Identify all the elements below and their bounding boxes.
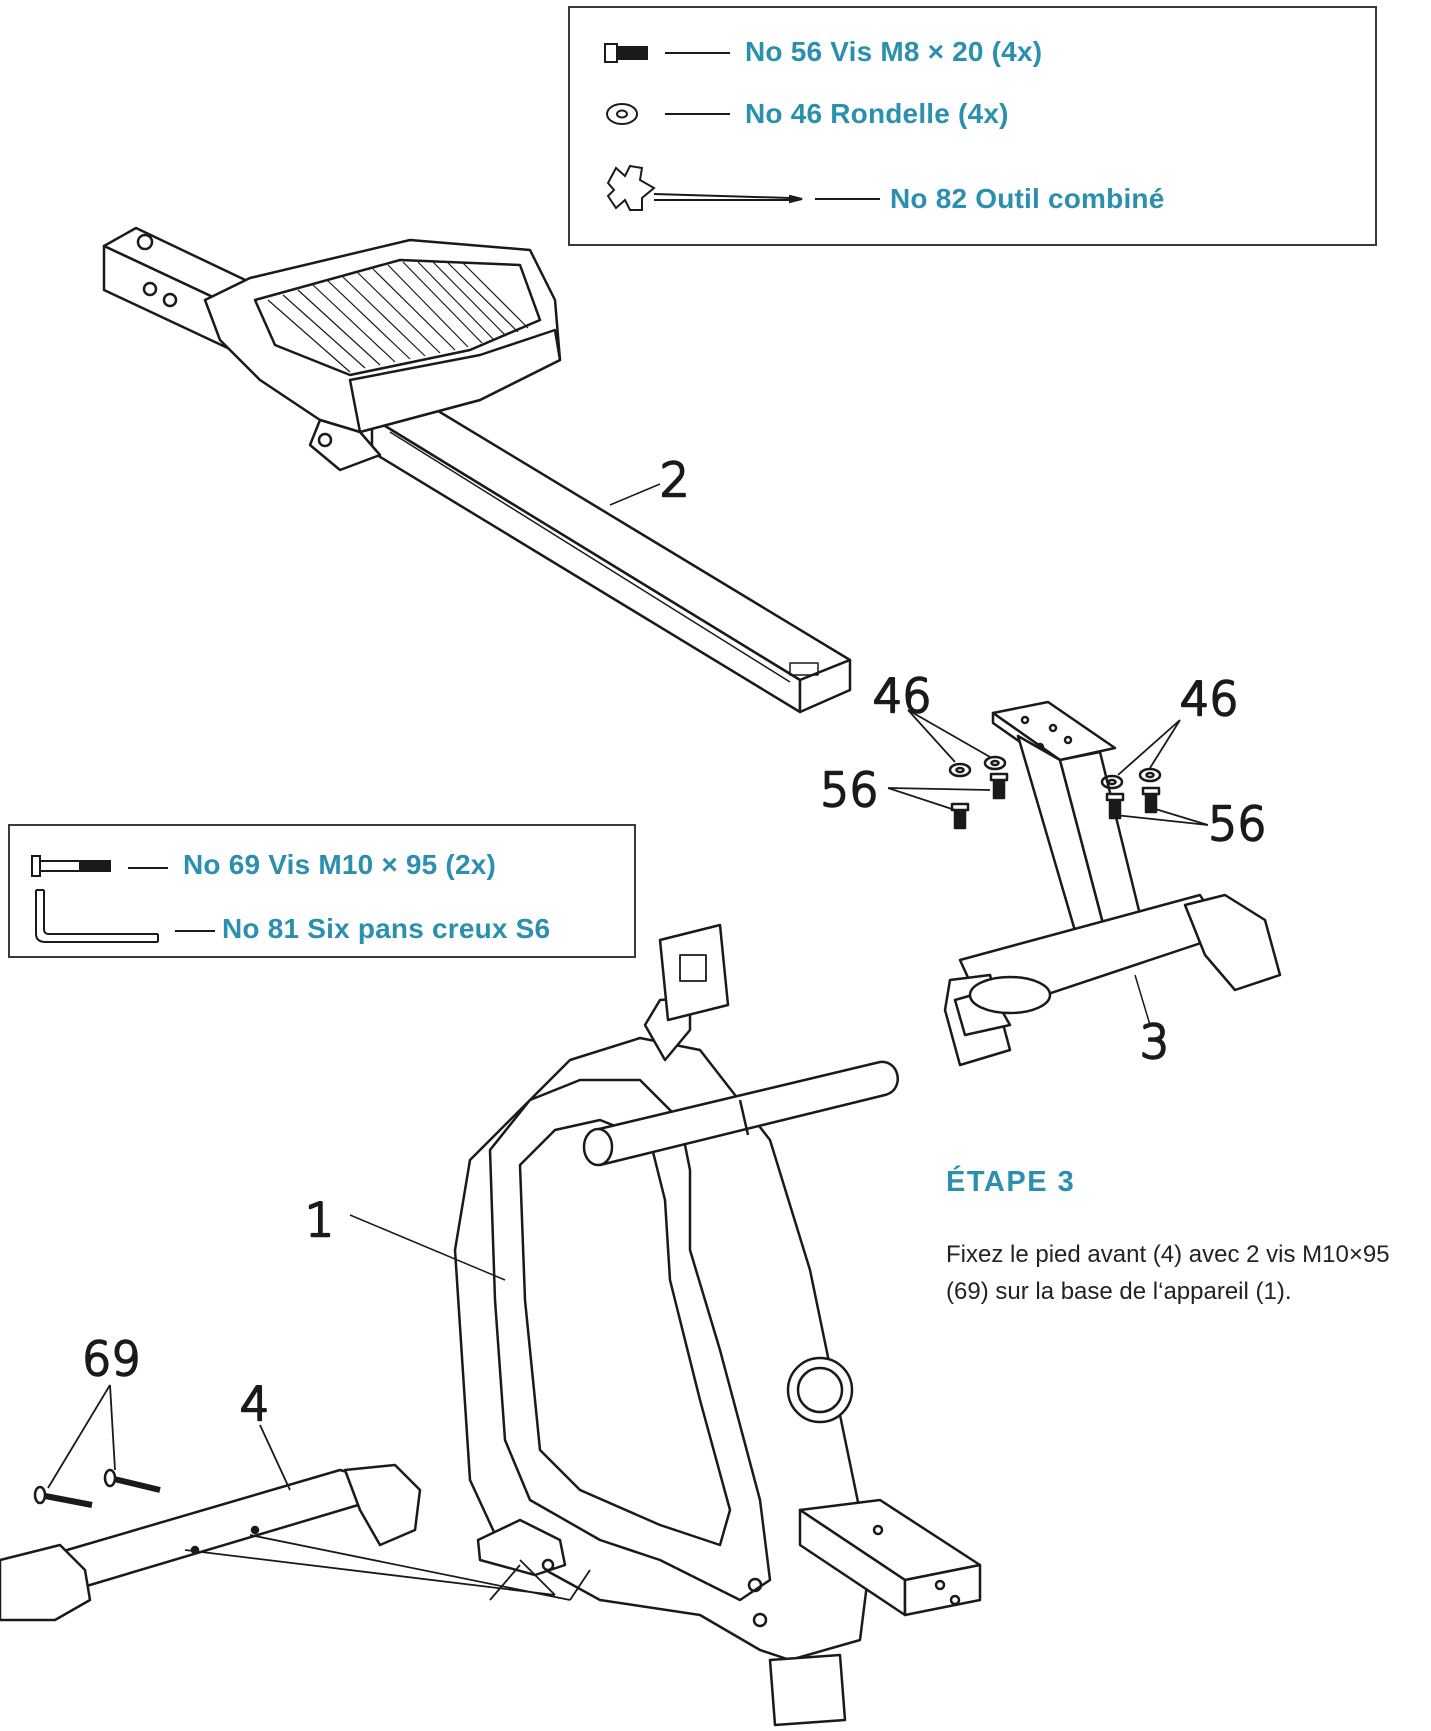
base-unit-part — [349, 923, 982, 1727]
callout-rear-foot: 3 — [1140, 1015, 1169, 1069]
callout-washers-left: 46 — [873, 669, 932, 723]
screw-icon — [604, 43, 648, 63]
washer-icon — [606, 103, 638, 125]
part-label-82: No 82 Outil combiné — [890, 183, 1165, 214]
callout-base: 1 — [305, 1193, 334, 1247]
callout-washers-right: 46 — [1180, 672, 1239, 726]
part-label-56: No 56 Vis M8 × 20 (4x) — [745, 36, 1043, 67]
step-text-line-2: (69) sur la base de l‘appareil (1). — [946, 1278, 1292, 1305]
parts-list-top: No 56 Vis M8 × 20 (4x) No 46 Rondelle (4… — [568, 6, 1377, 246]
step-title: ÉTAPE 3 — [946, 1166, 1076, 1198]
step-text-line-1: Fixez le pied avant (4) avec 2 vis M10×9… — [946, 1241, 1390, 1268]
rear-foot-part — [943, 700, 1282, 1067]
parts-list-left: No 69 Vis M10 × 95 (2x) No 81 Six pans c… — [8, 824, 636, 958]
callout-screws-left: 56 — [820, 763, 879, 817]
callout-bolts: 69 — [82, 1332, 141, 1386]
front-foot-part — [0, 1384, 591, 1622]
part-label-46: No 46 Rondelle (4x) — [745, 98, 1009, 129]
callout-screws-right: 56 — [1208, 797, 1267, 851]
bolt-icon — [31, 855, 111, 877]
rail-part — [102, 226, 852, 714]
callout-rail: 2 — [660, 453, 689, 507]
callout-front-foot: 4 — [240, 1377, 269, 1431]
washers-screws-rear — [887, 709, 1209, 830]
part-label-81: No 81 Six pans creux S6 — [222, 913, 551, 944]
combination-tool-icon — [606, 164, 803, 211]
hex-key-icon — [35, 889, 159, 943]
step-instructions: Fixez le pied avant (4) avec 2 vis M10×9… — [946, 1236, 1426, 1310]
part-label-69: No 69 Vis M10 × 95 (2x) — [183, 849, 497, 880]
